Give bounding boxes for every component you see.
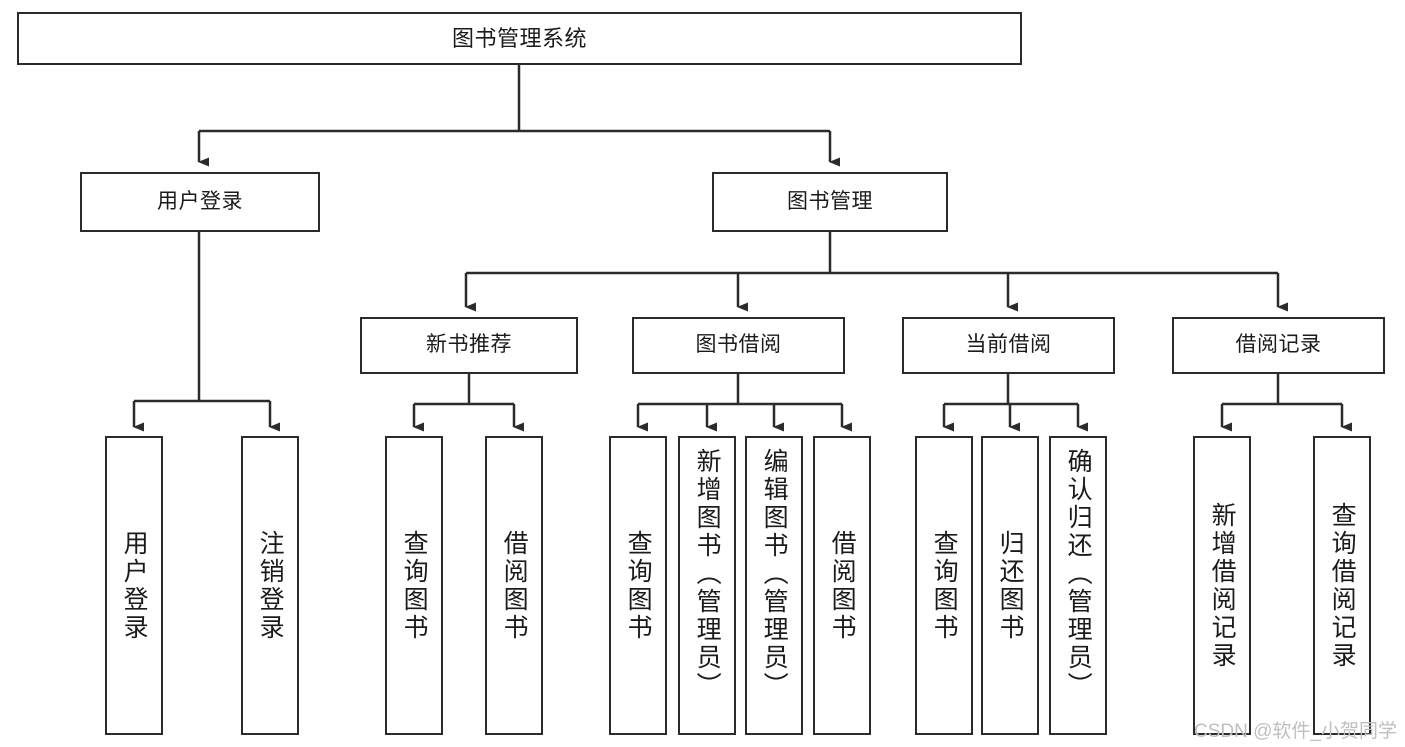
- leaf-query-book-2-label: 查询图书: [624, 529, 653, 642]
- leaf-borrow-book-2[interactable]: 借阅图书: [813, 436, 871, 735]
- leaf-query-book-3[interactable]: 查询图书: [915, 436, 973, 735]
- leaf-edit-book-label: 编辑图书（管理员）: [760, 448, 789, 700]
- node-user-login-label: 用户登录: [157, 189, 243, 213]
- leaf-query-book-3-label: 查询图书: [930, 529, 959, 642]
- node-borrow-record-label: 借阅记录: [1235, 333, 1322, 357]
- leaf-add-record-label: 新增借阅记录: [1208, 501, 1237, 670]
- leaf-user-logout[interactable]: 注销登录: [241, 436, 299, 735]
- node-root[interactable]: 图书管理系统: [17, 12, 1022, 65]
- leaf-confirm-return[interactable]: 确认归还（管理员）: [1049, 436, 1107, 735]
- leaf-confirm-return-label: 确认归还（管理员）: [1064, 448, 1093, 700]
- leaf-borrow-book-2-label: 借阅图书: [828, 529, 857, 642]
- leaf-query-record-label: 查询借阅记录: [1328, 501, 1357, 670]
- leaf-query-record[interactable]: 查询借阅记录: [1313, 436, 1371, 735]
- watermark: CSDN @软件_小贺同学: [1194, 721, 1397, 742]
- node-root-label: 图书管理系统: [451, 25, 587, 51]
- leaf-add-book-label: 新增图书（管理员）: [693, 448, 722, 700]
- node-new-book-recommend-label: 新书推荐: [426, 333, 512, 357]
- leaf-borrow-book-1[interactable]: 借阅图书: [485, 436, 543, 735]
- node-user-login[interactable]: 用户登录: [80, 172, 320, 232]
- node-borrow-record[interactable]: 借阅记录: [1172, 317, 1385, 374]
- leaf-user-login-label: 用户登录: [120, 529, 149, 642]
- node-book-manage-label: 图书管理: [787, 189, 873, 213]
- node-new-book-recommend[interactable]: 新书推荐: [360, 317, 578, 374]
- node-current-borrow[interactable]: 当前借阅: [902, 317, 1115, 374]
- node-book-borrow[interactable]: 图书借阅: [632, 317, 845, 374]
- leaf-return-book[interactable]: 归还图书: [981, 436, 1039, 735]
- leaf-add-record[interactable]: 新增借阅记录: [1193, 436, 1251, 735]
- leaf-query-book-1[interactable]: 查询图书: [385, 436, 443, 735]
- node-book-manage[interactable]: 图书管理: [712, 172, 948, 232]
- leaf-user-login[interactable]: 用户登录: [105, 436, 163, 735]
- node-book-borrow-label: 图书借阅: [695, 333, 782, 357]
- leaf-query-book-2[interactable]: 查询图书: [609, 436, 667, 735]
- leaf-borrow-book-1-label: 借阅图书: [500, 529, 529, 642]
- leaf-query-book-1-label: 查询图书: [400, 529, 429, 642]
- leaf-return-book-label: 归还图书: [996, 529, 1025, 642]
- leaf-edit-book[interactable]: 编辑图书（管理员）: [745, 436, 803, 735]
- leaf-add-book[interactable]: 新增图书（管理员）: [678, 436, 736, 735]
- leaf-user-logout-label: 注销登录: [256, 529, 285, 642]
- node-current-borrow-label: 当前借阅: [965, 333, 1052, 357]
